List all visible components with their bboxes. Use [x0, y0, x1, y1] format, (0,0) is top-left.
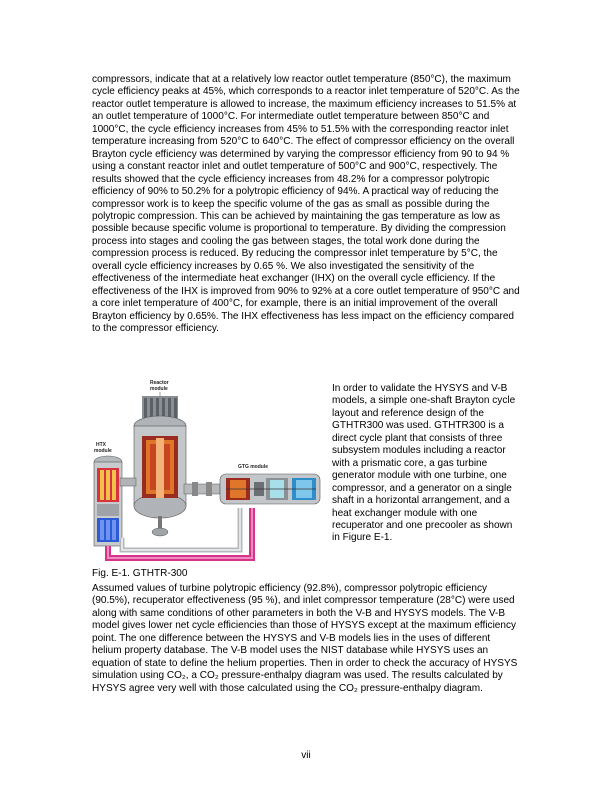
- gthtr300-figure: Reactor module HTX module GTG module: [84, 378, 324, 568]
- figure-caption: Fig. E-1. GTHTR-300: [92, 568, 188, 579]
- htx-module: [93, 455, 123, 547]
- gtg-module-label: GTG module: [238, 464, 268, 470]
- htx-module-label-2: module: [94, 448, 112, 454]
- reactor-rod-drives: [142, 396, 178, 418]
- body-paragraph-2: In order to validate the HYSYS and V-B m…: [332, 383, 516, 544]
- body-paragraph-1: compressors, indicate that at a relative…: [92, 74, 520, 335]
- helium-piping: [105, 508, 255, 561]
- reactor-module-label-2: module: [150, 386, 168, 392]
- reactor-module-label-1: Reactor: [150, 380, 169, 386]
- body-paragraph-3: Assumed values of turbine polytropic eff…: [92, 583, 518, 694]
- htx-module-label-1: HTX: [96, 442, 107, 448]
- reactor-gtg-duct: [183, 482, 221, 496]
- gtg-module: [219, 473, 321, 505]
- reactor-vessel: [133, 415, 187, 537]
- page-number: vii: [301, 750, 311, 761]
- gthtr300-schematic: Reactor module HTX module GTG module: [93, 380, 321, 561]
